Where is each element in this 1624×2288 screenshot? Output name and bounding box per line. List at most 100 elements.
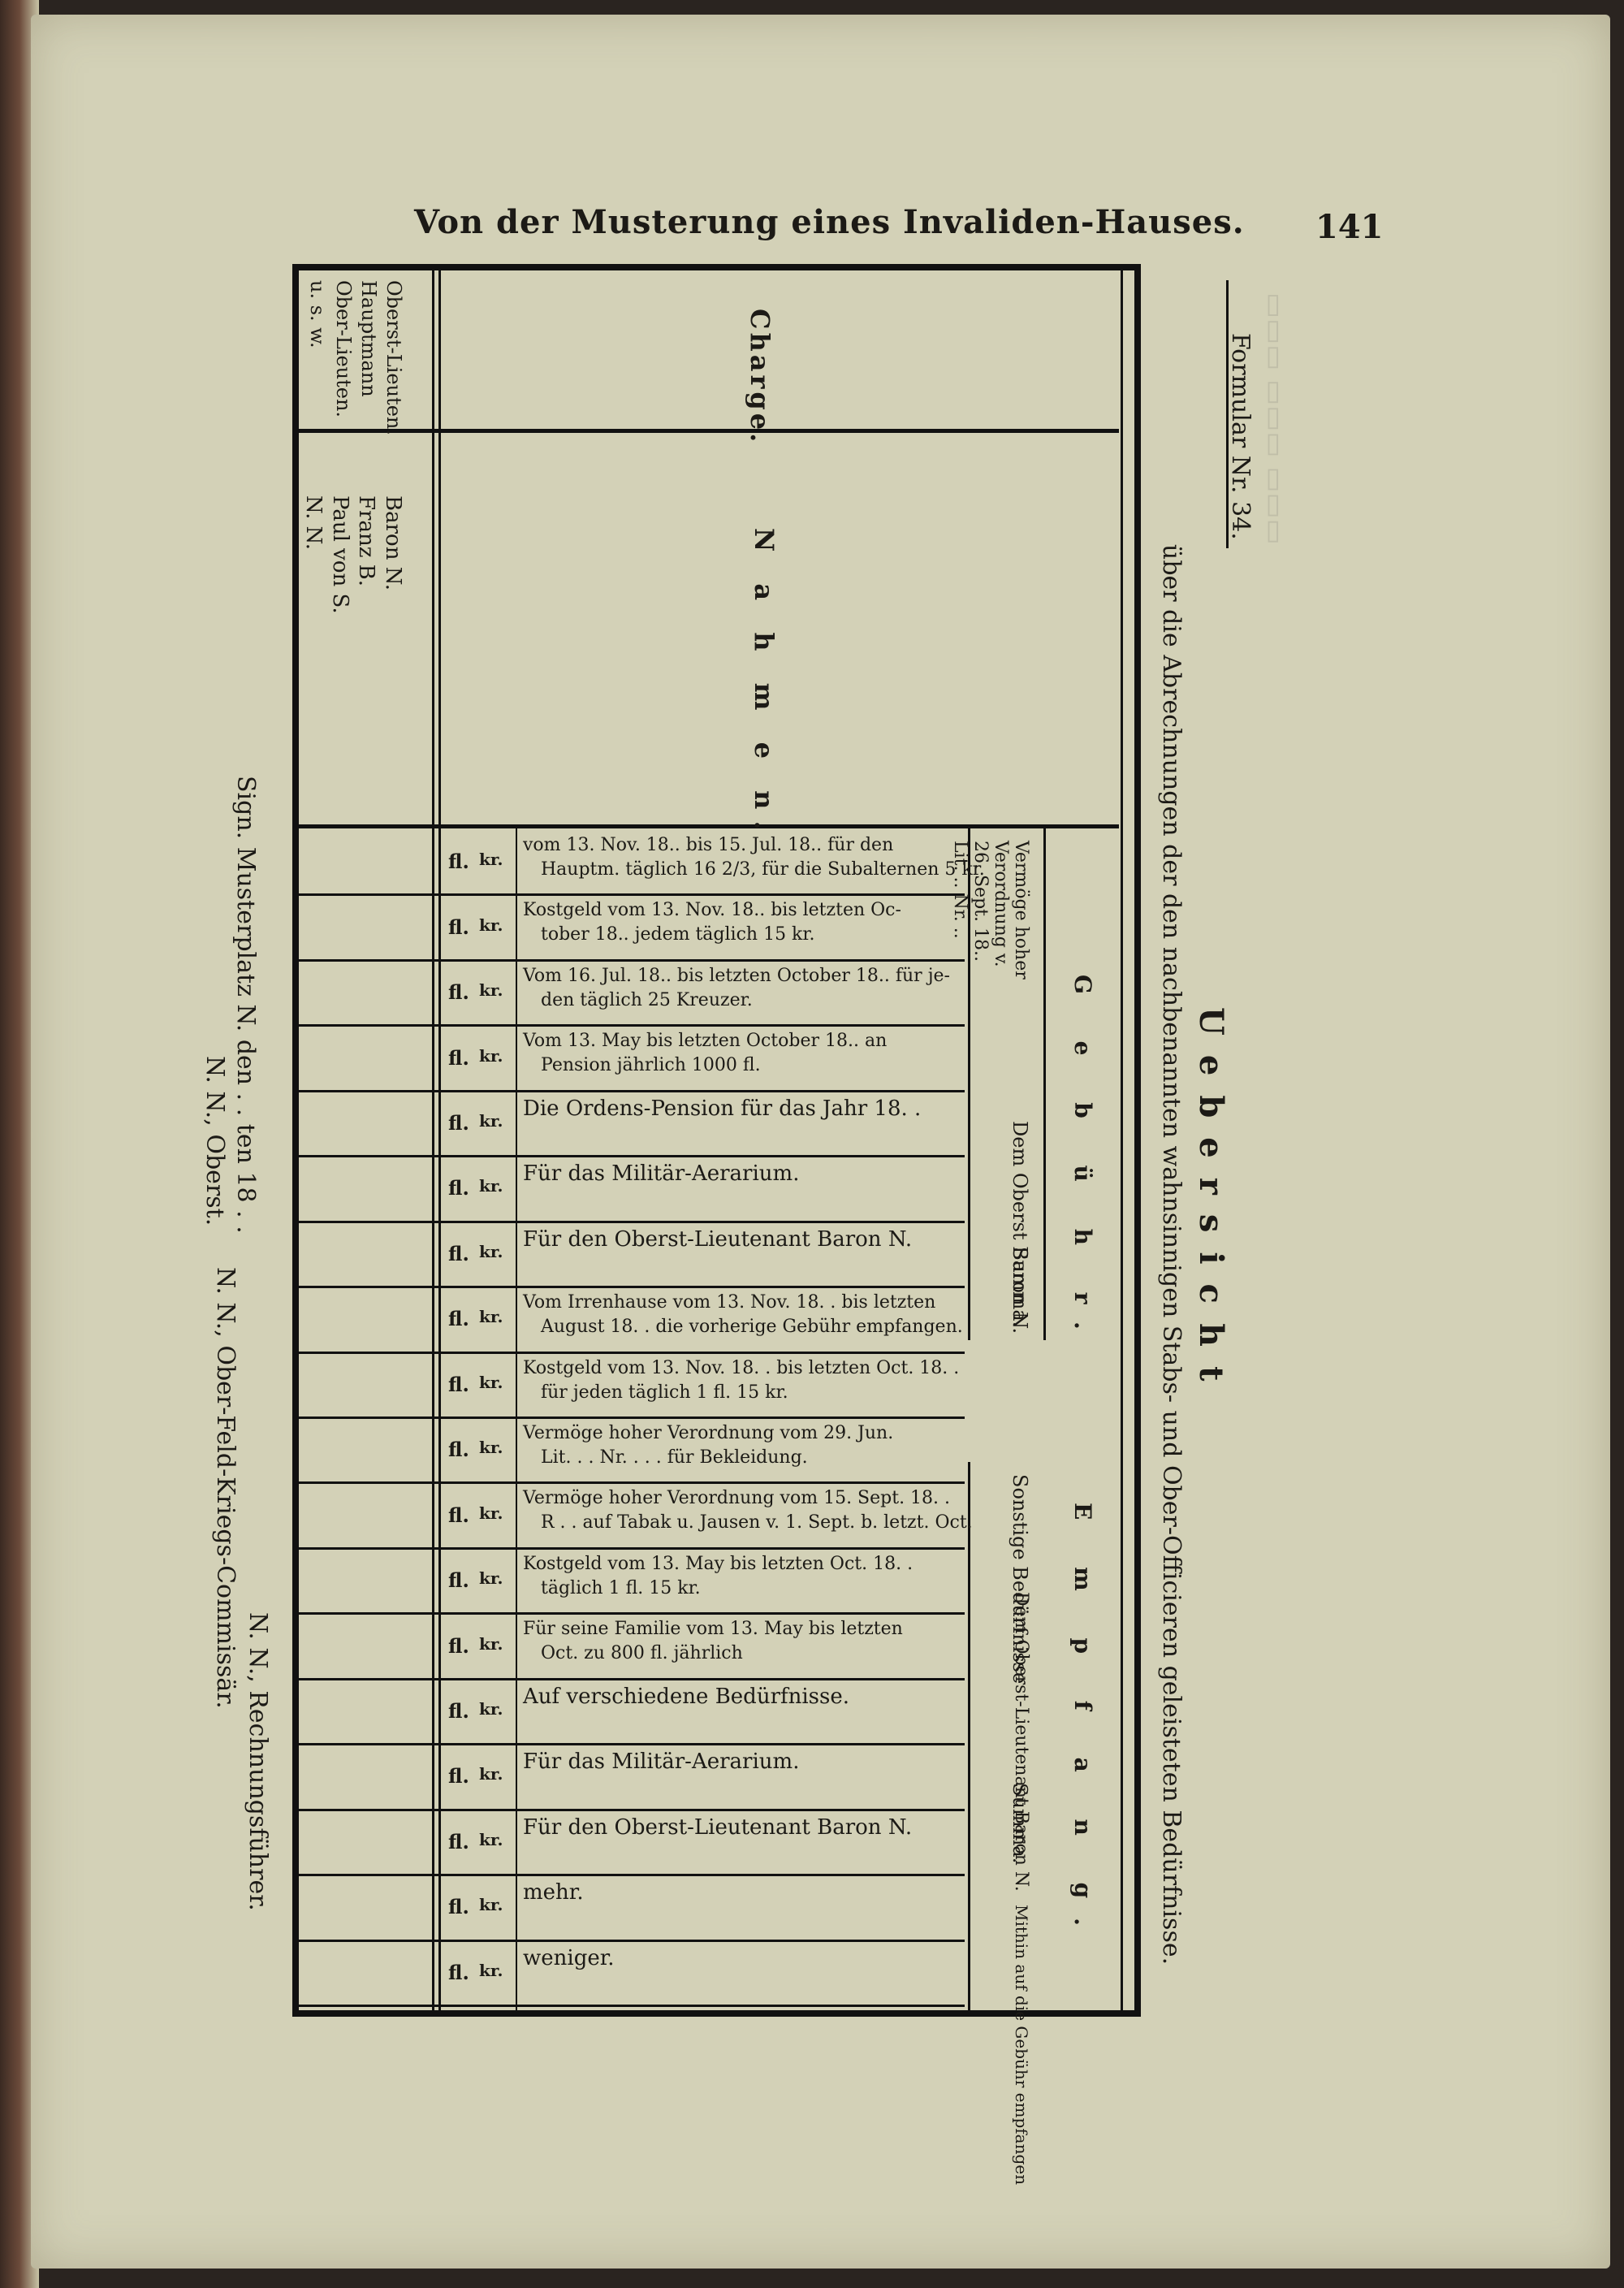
unit-kr: kr. (479, 1176, 503, 1196)
row-line: Kostgeld vom 13. Nov. 18.. bis letzten O… (523, 900, 901, 920)
running-head: Von der Musterung eines Invaliden-Hauses… (414, 203, 1245, 241)
row-rule (299, 1612, 965, 1615)
col-line-fl (516, 828, 517, 2010)
charge-item: Hauptmann (356, 280, 380, 397)
row-rule (299, 893, 965, 896)
col-line-gebuehr-sub (968, 828, 970, 1340)
title-rule (1226, 280, 1229, 548)
row-line: den täglich 25 Kreuzer. (541, 989, 753, 1010)
unit-kr: kr. (479, 1895, 503, 1914)
row-rule (299, 959, 965, 962)
form-number: Formular Nr. 34. (1226, 333, 1255, 540)
row-rule (299, 1090, 965, 1092)
unit-fl: fl. (448, 1111, 469, 1135)
unit-fl: fl. (448, 1895, 469, 1918)
row-line: August 18. . die vorherige Gebühr empfan… (541, 1316, 963, 1337)
name-item: N. N. (301, 495, 326, 550)
names-rule (299, 824, 1119, 828)
name-item: Franz B. (354, 495, 379, 587)
col-line-gebuehr (1043, 828, 1046, 1340)
row-line: Für seine Familie vom 13. May bis letzte… (523, 1619, 903, 1639)
unit-kr: kr. (479, 1961, 503, 1980)
page-number: 141 (1315, 208, 1384, 246)
row-description: mehr. (523, 1879, 584, 1907)
signature-oberst: N. N., Oberst. (201, 1056, 229, 1226)
row-line: Für das Militär-Aerarium. (523, 1161, 800, 1186)
bleed-through: ▭▭▭ ▭▭▭ ▭▭▭ (1259, 292, 1291, 545)
row-description: Kostgeld vom 13. May bis letzten Oct. 18… (523, 1552, 913, 1600)
row-line: Für das Militär-Aerarium. (523, 1750, 800, 1774)
unit-kr: kr. (479, 1830, 503, 1849)
row-rule (299, 1221, 965, 1223)
row-rule (299, 1547, 965, 1550)
names-list: Baron N. Franz B. Paul von S. N. N. (300, 495, 406, 614)
row-description: Für den Oberst-Lieutenant Baron N. (523, 1226, 912, 1254)
unit-kr: kr. (479, 1111, 503, 1131)
row-line: weniger. (523, 1946, 615, 1970)
row-rule (299, 1940, 965, 1942)
row-line: Pension jährlich 1000 fl. (541, 1054, 761, 1075)
row-description: Kostgeld vom 13. Nov. 18. . bis letzten … (523, 1356, 959, 1404)
row-rule (299, 1481, 965, 1484)
signature-kommissaer: N. N., Ober-Feld-Kriegs-Commissär. (211, 1267, 240, 1709)
unit-fl: fl. (448, 1176, 469, 1200)
form-title: Uebersicht (1192, 1007, 1230, 1401)
names-header: N a h m e n. (749, 528, 780, 841)
unit-fl: fl. (448, 1503, 469, 1527)
row-line: Hauptm. täglich 16 2/3, für die Subalter… (541, 859, 985, 880)
sub-mithin: Mithin auf die Gebühr empfangen (1012, 1905, 1031, 2186)
row-description: Auf verschiedene Bedürfnisse. (523, 1683, 849, 1711)
row-rule (299, 1743, 965, 1745)
row-line: Für den Oberst-Lieutenant Baron N. (523, 1815, 913, 1840)
row-line: R . . auf Tabak u. Jausen v. 1. Sept. b.… (541, 1512, 973, 1533)
row-description: Vom 16. Jul. 18.. bis letzten October 18… (523, 964, 950, 1012)
unit-kr: kr. (479, 1046, 503, 1066)
col-line-right (1121, 270, 1123, 2010)
row-rule (299, 1024, 965, 1027)
group-empfang: E m p f a n g. (1069, 1503, 1096, 1945)
row-description: Vermöge hoher Verordnung vom 29. Jun.Lit… (523, 1421, 893, 1469)
unit-fl: fl. (448, 915, 469, 939)
charge-item: Ober-Lieuten. (331, 280, 355, 418)
unit-fl: fl. (448, 1699, 469, 1723)
row-rule (299, 1809, 965, 1811)
row-line: Kostgeld vom 13. May bis letzten Oct. 18… (523, 1554, 914, 1574)
row-rule (299, 1874, 965, 1876)
name-item: Baron N. (381, 495, 405, 591)
unit-fl: fl. (448, 980, 469, 1004)
sub-summa: Summa. (1009, 1247, 1031, 1328)
unit-fl: fl. (448, 1046, 469, 1070)
unit-kr: kr. (479, 850, 503, 869)
row-description: Für seine Familie vom 13. May bis letzte… (523, 1617, 903, 1665)
unit-kr: kr. (479, 1568, 503, 1588)
unit-kr: kr. (479, 1373, 503, 1392)
row-line: Vom 16. Jul. 18.. bis letzten October 18… (523, 966, 950, 986)
row-description: Vom Irrenhause vom 13. Nov. 18. . bis le… (523, 1291, 963, 1339)
row-rule (299, 2005, 965, 2007)
unit-fl: fl. (448, 1568, 469, 1592)
row-description: vom 13. Nov. 18.. bis 15. Jul. 18.. für … (523, 833, 985, 881)
row-rule (299, 1286, 965, 1288)
unit-kr: kr. (479, 1438, 503, 1457)
unit-kr: kr. (479, 980, 503, 1000)
row-line: mehr. (523, 1880, 584, 1905)
row-rule (299, 1678, 965, 1680)
unit-kr: kr. (479, 1764, 503, 1784)
row-line: Vom 13. May bis letzten October 18.. an (523, 1031, 888, 1051)
row-description: Für das Militär-Aerarium. (523, 1160, 799, 1188)
unit-kr: kr. (479, 1699, 503, 1719)
form-subtitle: über die Abrechnungen der den nachbenann… (1157, 544, 1186, 1966)
row-rule (299, 1155, 965, 1157)
table-frame (292, 264, 1141, 2017)
signature-place-line: Sign. Musterplatz N. den . . ten 18 . . (231, 776, 260, 1234)
name-item: Paul von S. (328, 495, 352, 614)
col-line-empfang-sub (968, 1462, 970, 2010)
unit-fl: fl. (448, 1438, 469, 1461)
unit-kr: kr. (479, 1503, 503, 1523)
row-description: Die Ordens-Pension für das Jahr 18. . (523, 1095, 921, 1123)
row-line: tober 18.. jedem täglich 15 kr. (541, 923, 815, 945)
charge-header: Charge. (745, 309, 775, 446)
row-line: Für den Oberst-Lieutenant Baron N. (523, 1227, 913, 1252)
unit-fl: fl. (448, 850, 469, 873)
unit-fl: fl. (448, 1242, 469, 1265)
